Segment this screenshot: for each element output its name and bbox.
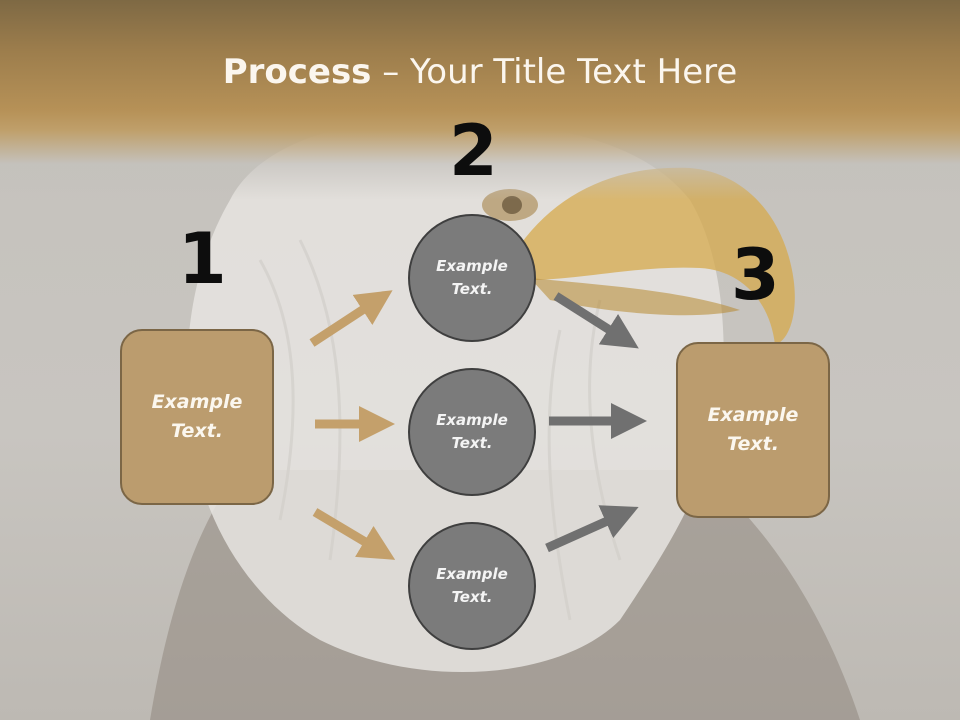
arrow-top-to-right bbox=[553, 292, 639, 349]
arrow-left-to-top bbox=[309, 290, 393, 347]
circle-middle-text: Example Text. bbox=[436, 410, 508, 452]
left-box-text: Example Text. bbox=[151, 390, 243, 442]
title-rest: – Your Title Text Here bbox=[371, 52, 738, 92]
circle-top: Example Text. bbox=[408, 214, 536, 342]
title-bold: Process bbox=[222, 52, 372, 92]
step-number-2: 2 bbox=[449, 110, 498, 192]
circle-bottom: Example Text. bbox=[408, 522, 536, 650]
step-number-3: 3 bbox=[731, 234, 780, 316]
circle-bottom-text: Example Text. bbox=[436, 564, 508, 606]
right-process-box: Example Text. bbox=[676, 342, 830, 518]
right-box-text: Example Text. bbox=[707, 403, 799, 455]
step-number-1: 1 bbox=[178, 218, 227, 300]
left-process-box: Example Text. bbox=[120, 329, 274, 505]
circle-middle: Example Text. bbox=[408, 368, 536, 496]
arrow-bottom-to-right bbox=[545, 505, 639, 553]
slide-title: Process – Your Title Text Here bbox=[0, 52, 960, 92]
circle-top-text: Example Text. bbox=[436, 256, 508, 298]
arrow-left-to-bottom bbox=[312, 508, 396, 560]
title-band bbox=[0, 0, 960, 200]
